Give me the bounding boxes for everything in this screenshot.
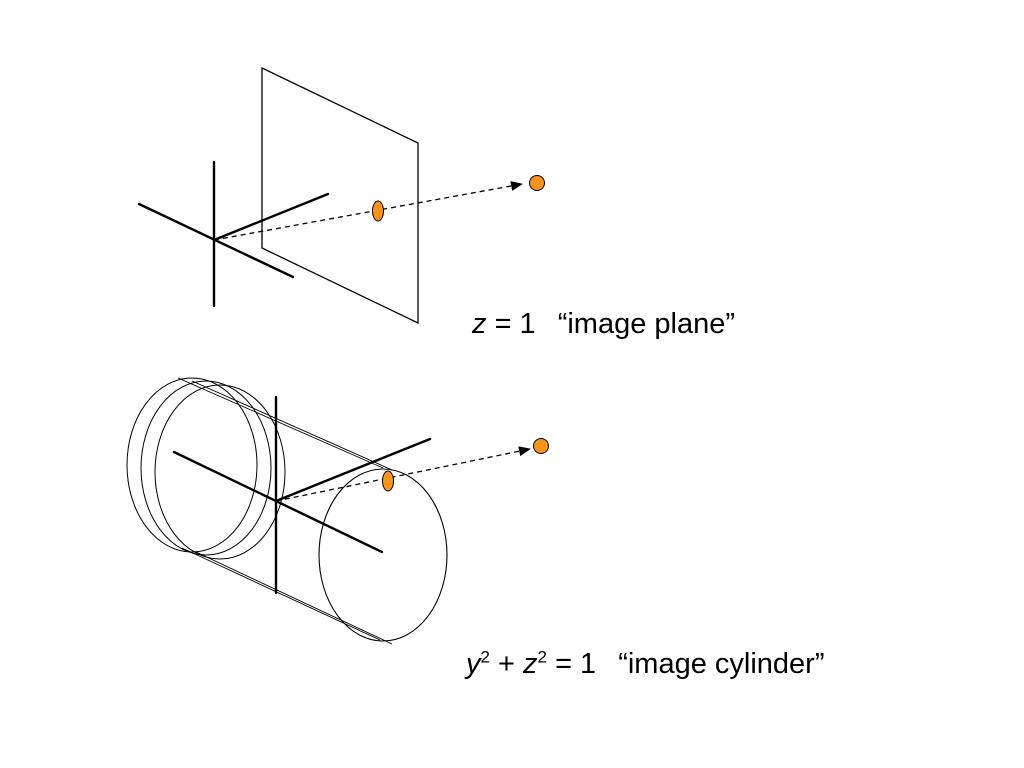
image-plane-figure — [137, 66, 545, 325]
plane-var: z — [472, 308, 487, 340]
cylinder-var-y: y — [466, 648, 481, 680]
cylinder-name: “image cylinder” — [618, 648, 825, 680]
cylinder-front-ring — [318, 468, 448, 642]
cylinder-exp-z: 2 — [537, 647, 547, 667]
cylinder-equation-rest: = 1 — [555, 648, 597, 680]
cylinder-exp-y: 2 — [480, 647, 490, 667]
cylinder-side-lines — [177, 377, 393, 645]
cylinder-plus: + — [498, 648, 515, 680]
plane-equation-rest: = 1 — [494, 308, 536, 340]
cylinder-var-z: z — [523, 648, 538, 680]
plane-name: “image plane” — [557, 308, 736, 340]
axis-horizontal — [172, 450, 384, 554]
world-point — [529, 175, 545, 191]
image-plane — [261, 66, 419, 325]
cylinder-projected-point — [382, 470, 394, 492]
coordinate-axes — [137, 160, 330, 308]
axis-depth — [274, 437, 432, 503]
image-cylinder-figure — [126, 377, 549, 645]
axis-depth — [212, 192, 330, 242]
cylinder-world-point — [533, 438, 549, 454]
cylinder-projection-ray — [275, 446, 531, 502]
axis-horizontal — [137, 202, 295, 279]
projected-point — [372, 200, 384, 222]
projection-ray — [213, 181, 523, 241]
image-plane-label: z = 1 “image plane” — [472, 308, 735, 341]
cylinder-back-rings — [126, 377, 286, 560]
cylinder-coordinate-axes — [172, 395, 432, 595]
image-cylinder-label: y2 + z2 = 1“image cylinder” — [466, 648, 824, 681]
